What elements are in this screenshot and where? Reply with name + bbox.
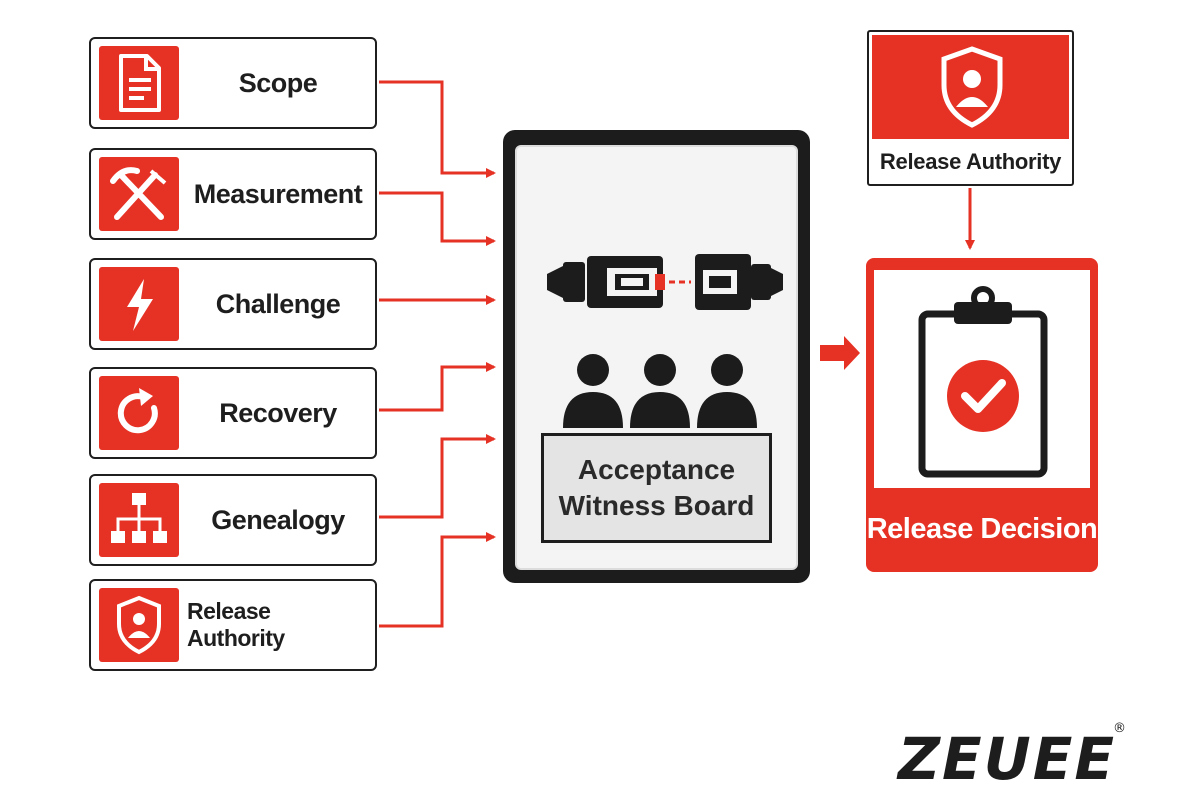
registered-mark: ® — [1113, 721, 1128, 736]
input-label: Challenge — [215, 288, 341, 319]
connector-plug-icon — [547, 254, 783, 310]
arrow-release-authority — [379, 532, 496, 628]
arrow-genealogy — [379, 434, 496, 519]
input-label: Scope — [238, 67, 318, 98]
arrow-board-to-decision — [820, 336, 860, 370]
input-scope: Scope — [89, 37, 377, 129]
zeuee-logo: ZEUEE ® — [898, 722, 1126, 793]
input-genealogy: Genealogy — [89, 474, 377, 566]
shield-user-icon — [99, 588, 179, 662]
refresh-icon — [99, 376, 179, 450]
lightning-icon — [99, 267, 179, 341]
logo-text: ZEUEE — [898, 725, 1117, 793]
arrow-scope — [379, 80, 496, 178]
input-label: Release Authority — [187, 598, 285, 651]
board-panel: Acceptance Witness Board — [515, 145, 798, 570]
release-decision-card: Release Decision — [866, 258, 1098, 572]
shield-user-icon — [872, 35, 1069, 139]
input-label: Measurement — [193, 178, 363, 209]
acceptance-witness-board: Acceptance Witness Board — [503, 130, 810, 583]
input-label: Recovery — [219, 397, 337, 428]
arrow-recovery — [379, 362, 496, 412]
hierarchy-icon — [99, 483, 179, 557]
input-measurement: Measurement — [89, 148, 377, 240]
input-challenge: Challenge — [89, 258, 377, 350]
input-label: Genealogy — [211, 504, 345, 535]
caliper-tools-icon — [99, 157, 179, 231]
input-release-authority: Release Authority — [89, 579, 377, 671]
document-icon — [99, 46, 179, 120]
clipboard-check-icon — [874, 270, 1090, 488]
release-authority-label: Release Authority — [879, 149, 1062, 174]
release-decision-label: Release Decision — [866, 512, 1098, 545]
release-authority-card: Release Authority — [867, 30, 1074, 186]
arrow-measurement — [379, 191, 496, 246]
witness-people-icon — [563, 354, 757, 428]
input-recovery: Recovery — [89, 367, 377, 459]
board-label: Acceptance Witness Board — [541, 433, 772, 543]
